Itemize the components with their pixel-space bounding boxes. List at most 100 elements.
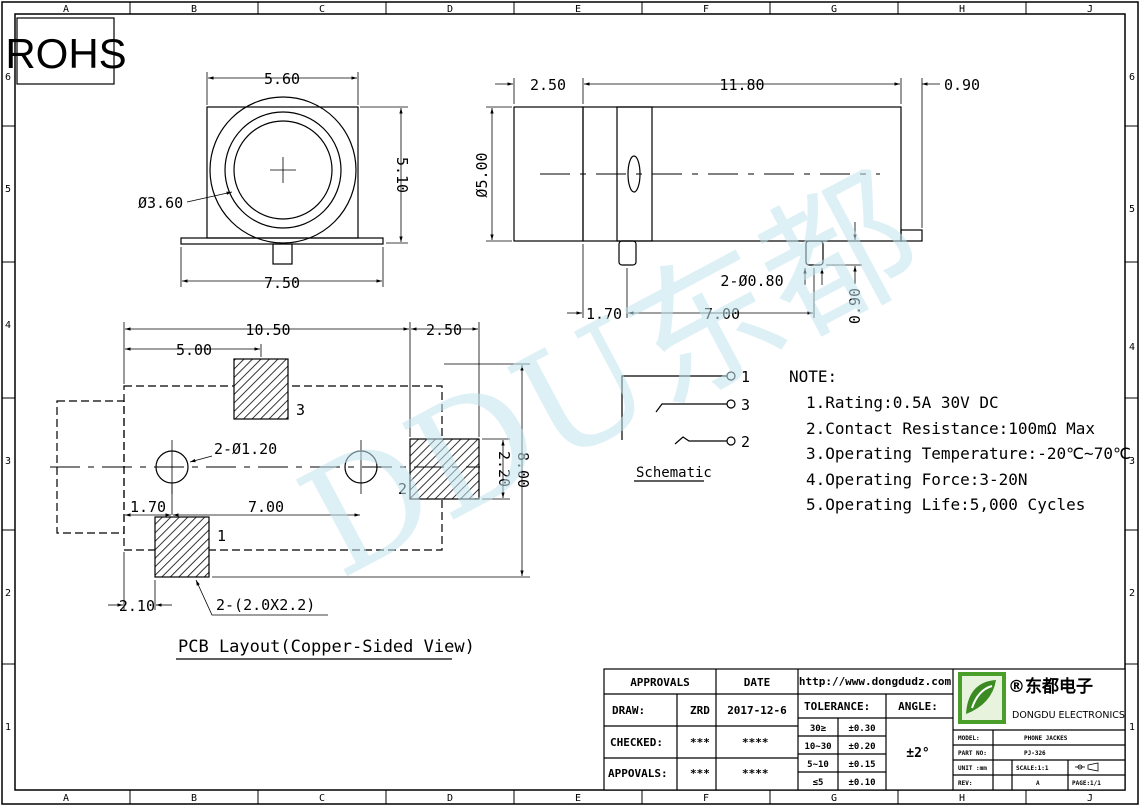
grid-row-3-right: 3 [1129,456,1135,467]
grid-col-a: A [63,4,69,15]
pcb-pitch-dim: 7.00 [248,498,284,516]
title-block-text: APPROVALS DATE DRAW: ZRD 2017-12-6 CHECK… [608,675,1125,788]
rohs-label: ROHS [5,30,126,77]
tb-tol-value: ±0.15 [848,760,875,770]
projection-symbol-icon [1075,762,1099,772]
pcb-caption: PCB Layout(Copper-Sided View) [178,637,475,657]
tb-checked: CHECKED: [610,736,663,749]
pcb-layout [50,322,530,660]
side-left-dim: 2.50 [530,76,566,94]
schematic [621,371,736,482]
rohs-badge [16,17,115,85]
tb-checked-date: **** [742,736,769,749]
pcb-pad3-offset-dim: 5.00 [176,341,212,359]
grid-col-g-bottom: G [831,793,837,804]
grid-row-4: 4 [5,320,11,331]
front-view [180,72,408,287]
grid-col-e: E [575,4,581,15]
schematic-pin1: 1 [741,368,750,386]
tb-tol-range: 30≥ [810,724,827,734]
grid-row-5-right: 5 [1129,204,1135,215]
pcb-overall-dim: 10.50 [245,321,290,339]
side-pin-offset: 1.70 [586,305,622,323]
tb-url: http://www.dongdudz.com [799,675,952,688]
grid-col-f-bottom: F [703,793,709,804]
tb-scale: SCALE:1:1 [1016,765,1049,772]
title-block-small: MODEL: PHONE JACKES PART NO: PJ-326 UNIT… [958,735,1101,787]
company-logo [958,672,1006,724]
inner-border [14,13,1126,791]
grid-col-h-bottom: H [959,793,965,804]
title-block [603,668,1126,791]
grid-col-g: G [831,4,837,15]
side-dia-dim: Ø5.00 [473,152,491,197]
side-right-dim: 0.90 [944,76,980,94]
note-item: 2.Contact Resistance:100mΩ Max [806,419,1095,438]
note-item: 5.Operating Life:5,000 Cycles [806,495,1085,514]
side-length-dim: 11.80 [719,76,764,94]
tb-model: PHONE JACKES [1024,735,1068,742]
grid-row-1: 1 [5,722,11,733]
tb-part-label: PART NO: [958,750,987,757]
schematic-pin2: 2 [741,433,750,451]
pad-1 [154,516,210,578]
grid-col-a-bottom: A [63,793,69,804]
tb-model-label: MODEL: [958,735,980,742]
pcb-bottom-offset-dim: 2.10 [119,597,155,615]
grid-row-2-right: 2 [1129,588,1135,599]
tb-company-cn: ®东都电子 [1008,676,1093,697]
note-item: 3.Operating Temperature:-20℃~70℃ [806,444,1131,463]
pcb-left-offset-dim: 1.70 [130,498,166,516]
grid-col-b-bottom: B [191,793,197,804]
side-pin-pitch: 7.00 [704,305,740,323]
pcb-pad2-label: 2 [398,480,407,498]
tb-tol-range: 5~10 [807,760,829,770]
tb-appovals-name: *** [690,767,710,780]
grid-row-5: 5 [5,184,11,195]
pcb-pad-height-dim: 2.20 [495,451,513,487]
tb-angle: ANGLE: [898,700,938,713]
tb-appovals: APPOVALS: [608,767,668,780]
pcb-pad-offset-dim: 2.50 [426,321,462,339]
grid-col-j: J [1087,4,1093,15]
schematic-label: Schematic [636,465,712,481]
tb-draw: DRAW: [612,704,645,717]
grid-col-d: D [447,4,453,15]
grid-row-6: 6 [5,72,11,83]
grid-col-h: H [959,4,965,15]
side-pin-len: 0.90 [846,288,864,324]
tb-tol-range: 10~30 [804,742,831,752]
watermark: DDU东都 [275,145,946,612]
grid-col-b: B [191,4,197,15]
grid-col-j-bottom: J [1087,793,1093,804]
front-base-width: 7.50 [264,274,300,292]
tb-angle-value: ±2° [906,746,929,761]
notes: NOTE: 1.Rating:0.5A 30V DC 2.Contact Res… [789,367,1131,514]
side-pin-dia: 2-Ø0.80 [720,272,783,290]
grid-col-f: F [703,4,709,15]
pcb-pad1-label: 1 [217,527,226,545]
pcb-hole-dim: 2-Ø1.20 [214,440,277,458]
notes-title: NOTE: [789,367,837,386]
tb-checked-name: *** [690,736,710,749]
tb-appovals-date: **** [742,767,769,780]
grid-row-2: 2 [5,588,11,599]
front-height-dim: 5.10 [393,157,411,193]
tb-tol-value: ±0.30 [848,724,875,734]
tb-rev-label: REV: [958,780,972,787]
tb-rev: A [1036,780,1040,787]
tb-draw-name: ZRD [690,704,710,717]
tb-draw-date: 2017-12-6 [727,704,787,717]
tb-tol-range: ≤5 [813,778,824,788]
front-width-dim: 5.60 [264,70,300,88]
tb-tol-value: ±0.20 [848,742,875,752]
grid-labels: A B C D E F G H J A B C D E F G H J 6 5 … [5,4,1135,804]
grid-col-e-bottom: E [575,793,581,804]
tb-company-en: DONGDU ELECTRONICS [1012,710,1125,721]
schematic-pin3: 3 [741,396,750,414]
side-view [486,78,940,318]
grid-col-c: C [319,4,325,15]
pad-2 [409,438,480,500]
